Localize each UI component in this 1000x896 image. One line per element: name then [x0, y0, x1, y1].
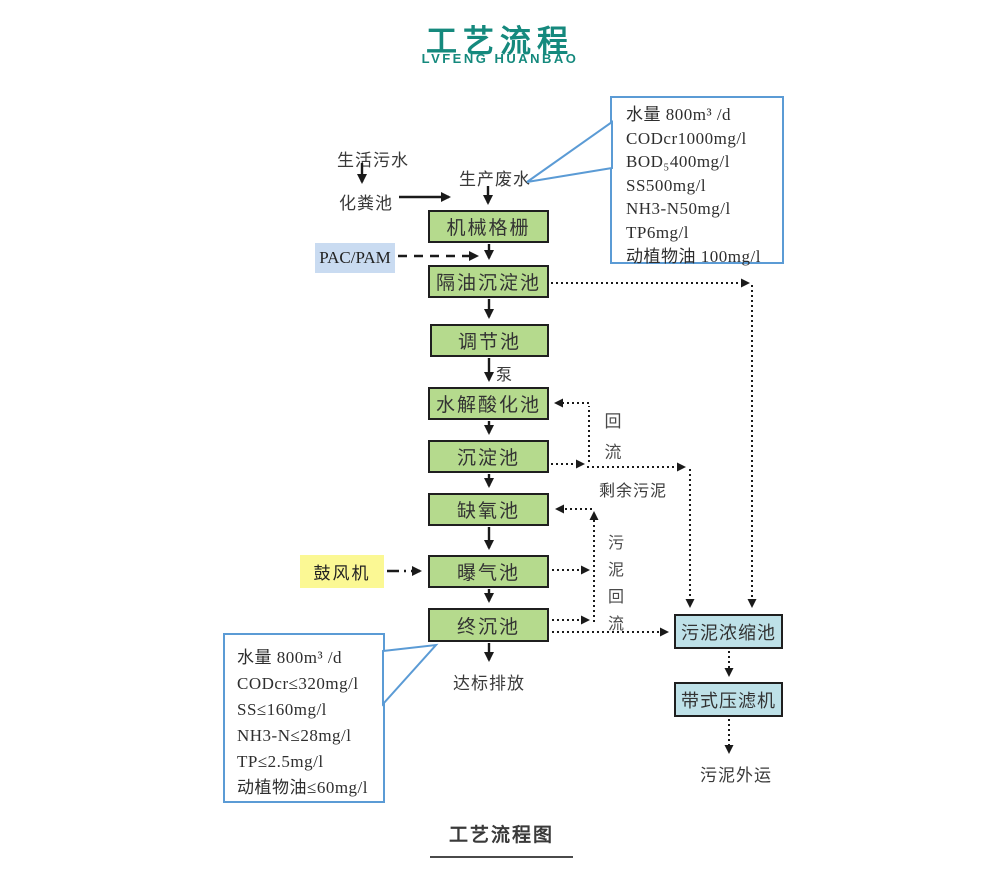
label-sludge-reflux: 污泥回流 — [607, 535, 624, 633]
label-production-wastewater: 生产废水 — [459, 170, 531, 189]
influent-line: CODcr1000mg/l — [626, 128, 747, 148]
effluent-line: 水量 800m³ /d — [237, 648, 343, 667]
effluent-callout-pointer — [382, 643, 439, 707]
pac-pam-dosing-box: PAC/PAM — [315, 243, 395, 273]
node-oil-separation-sedimentation-tank: 隔油沉淀池 — [428, 265, 549, 298]
effluent-line: CODcr≤320mg/l — [237, 674, 359, 693]
label-sludge-transport-out: 污泥外运 — [700, 766, 772, 785]
node-aeration-tank: 曝气池 — [428, 555, 549, 588]
influent-callout-pointer — [526, 120, 613, 183]
effluent-line: 动植物油≤60mg/l — [237, 778, 368, 797]
blower-box: 鼓风机 — [300, 555, 384, 588]
node-hydrolysis-acidification-tank: 水解酸化池 — [428, 387, 549, 420]
diagram-caption: 工艺流程图 — [430, 820, 573, 858]
effluent-line: NH3-N≤28mg/l — [237, 726, 352, 745]
label-standard-discharge: 达标排放 — [453, 674, 525, 693]
node-sedimentation-tank: 沉淀池 — [428, 440, 549, 473]
influent-line: SS500mg/l — [626, 175, 707, 195]
label-domestic-sewage: 生活污水 — [337, 151, 409, 170]
influent-line: 水量 800m³ /d — [626, 105, 732, 124]
node-mechanical-screen: 机械格栅 — [428, 210, 549, 243]
influent-line: NH3-N50mg/l — [626, 199, 731, 219]
node-belt-filter-press: 带式压滤机 — [674, 682, 783, 717]
label-septic-tank: 化粪池 — [339, 194, 393, 213]
node-final-sedimentation-tank: 终沉池 — [428, 608, 549, 642]
node-regulating-tank: 调节池 — [430, 324, 549, 357]
page-title: 工艺流程 — [426, 24, 574, 59]
label-pump: 泵 — [496, 367, 514, 384]
effluent-line: SS≤160mg/l — [237, 700, 327, 719]
effluent-line: TP≤2.5mg/l — [237, 752, 324, 771]
node-sludge-thickening-tank: 污泥浓缩池 — [674, 614, 783, 649]
influent-line: BOD₅400mg/l — [626, 152, 730, 172]
node-anoxic-tank: 缺氧池 — [428, 493, 549, 526]
effluent-parameters-callout: 水量 800m³ /d CODcr≤320mg/l SS≤160mg/l NH3… — [223, 633, 385, 803]
label-reflux: 回流 — [604, 412, 622, 462]
influent-line: 动植物油 100mg/l — [626, 246, 761, 266]
page-subtitle: LVFENG HUANBAO — [421, 51, 579, 66]
label-excess-sludge: 剩余污泥 — [599, 483, 668, 500]
influent-parameters-callout: 水量 800m³ /d CODcr1000mg/l BOD₅400mg/l SS… — [610, 96, 784, 266]
influent-line: TP6mg/l — [626, 222, 690, 242]
